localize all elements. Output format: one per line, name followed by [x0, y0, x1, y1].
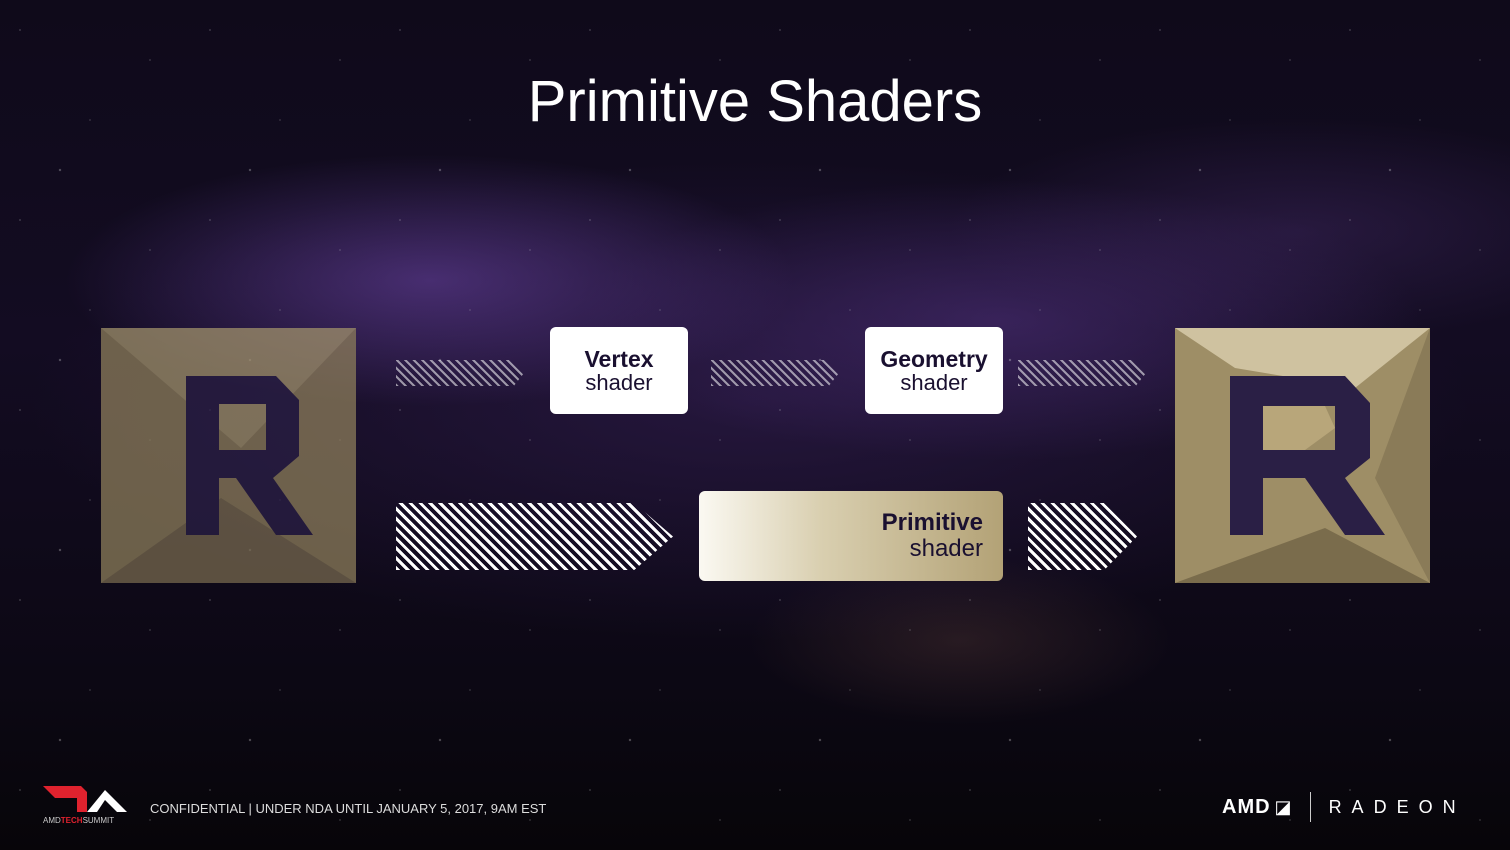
primitive-shader-box: Primitive shader	[699, 491, 1003, 581]
amd-logo-text: AMD	[1222, 795, 1271, 818]
arrow-from-geometry	[1018, 360, 1146, 386]
vertex-sub-label: shader	[585, 369, 653, 395]
amd-radeon-brand: AMD ◪ RADEON	[1222, 792, 1466, 822]
radeon-logo-text: RADEON	[1328, 796, 1466, 817]
brand-divider	[1309, 792, 1311, 822]
vertex-label: Vertex	[584, 345, 654, 372]
confidential-notice: CONFIDENTIAL | UNDER NDA UNTIL JANUARY 5…	[150, 801, 547, 816]
geometry-label: Geometry	[880, 345, 988, 372]
amd-tech-summit-logo: AMDTECHSUMMIT	[43, 786, 127, 825]
radeon-r-logo	[1175, 328, 1430, 583]
primitive-label: Primitive	[881, 509, 983, 536]
geometry-shader-box: Geometry shader	[865, 327, 1003, 414]
svg-text:AMDTECHSUMMIT: AMDTECHSUMMIT	[43, 816, 114, 825]
amd-arrow-icon: ◪	[1274, 796, 1292, 817]
geometry-sub-label: shader	[900, 369, 968, 395]
slide-title: Primitive Shaders	[527, 69, 983, 134]
vertex-shader-box: Vertex shader	[550, 327, 688, 414]
arrow-to-vertex	[396, 360, 524, 386]
arrow-to-primitive	[396, 503, 673, 570]
arrow-to-geometry	[711, 360, 839, 386]
radeon-r-logo-faded	[101, 328, 356, 583]
primitive-sub-label: shader	[909, 535, 983, 562]
